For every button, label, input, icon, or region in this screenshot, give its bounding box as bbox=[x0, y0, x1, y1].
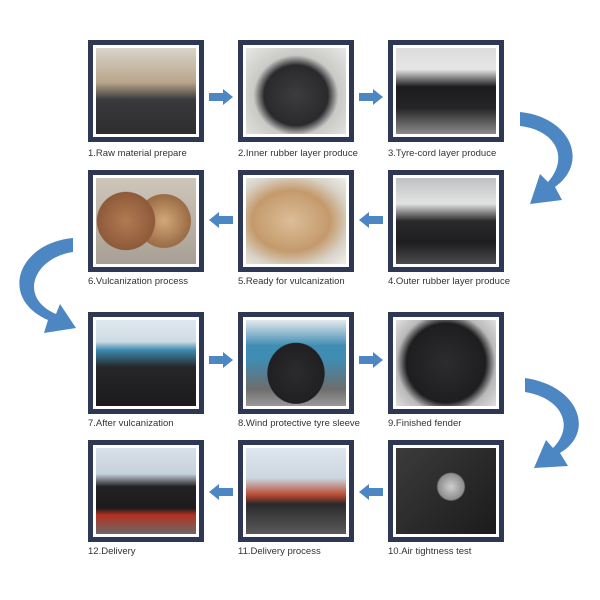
tyre-sleeve-image bbox=[245, 319, 347, 407]
curved-arrow-down-left-icon bbox=[520, 378, 592, 478]
arrow-right-icon bbox=[209, 352, 233, 368]
step-photo-frame bbox=[88, 40, 204, 142]
step-label: 6.Vulcanization process bbox=[88, 276, 188, 287]
arrow-right-icon bbox=[209, 89, 233, 105]
arrow-left-icon bbox=[209, 484, 233, 500]
finished-fender-image bbox=[395, 319, 497, 407]
step-label: 5.Ready for vulcanization bbox=[238, 276, 345, 287]
step-photo-frame bbox=[238, 40, 354, 142]
step-photo-frame bbox=[88, 312, 204, 414]
curved-arrow-down-right-icon bbox=[8, 238, 80, 343]
inner-rubber-drum-image bbox=[245, 47, 347, 135]
step-photo-frame bbox=[238, 312, 354, 414]
step-label: 7.After vulcanization bbox=[88, 418, 174, 429]
delivery-trucks-image bbox=[95, 447, 197, 535]
outer-rubber-layer-image bbox=[395, 177, 497, 265]
step-photo-frame bbox=[388, 170, 504, 272]
curved-arrow-down-left-icon bbox=[510, 112, 585, 217]
arrow-right-icon bbox=[359, 352, 383, 368]
step-photo-frame bbox=[388, 40, 504, 142]
arrow-right-icon bbox=[359, 89, 383, 105]
arrow-left-icon bbox=[359, 484, 383, 500]
step-photo-frame bbox=[238, 170, 354, 272]
step-label: 9.Finished fender bbox=[388, 418, 462, 429]
tyre-cord-layer-image bbox=[395, 47, 497, 135]
step-label: 10.Air tightness test bbox=[388, 546, 472, 557]
fender-ready-image bbox=[245, 177, 347, 265]
step-photo-frame bbox=[88, 170, 204, 272]
step-photo-frame bbox=[388, 440, 504, 542]
vulcanization-tank-image bbox=[95, 177, 197, 265]
step-label: 12.Delivery bbox=[88, 546, 136, 557]
step-label: 1.Raw material prepare bbox=[88, 148, 187, 159]
step-label: 2.Inner rubber layer produce bbox=[238, 148, 358, 159]
fenders-yard-image bbox=[95, 319, 197, 407]
air-test-gauge-image bbox=[395, 447, 497, 535]
arrow-left-icon bbox=[359, 212, 383, 228]
step-label: 3.Tyre-cord layer produce bbox=[388, 148, 497, 159]
step-photo-frame bbox=[88, 440, 204, 542]
step-photo-frame bbox=[388, 312, 504, 414]
arrow-left-icon bbox=[209, 212, 233, 228]
step-label: 8.Wind protective tyre sleeve bbox=[238, 418, 360, 429]
rubber-sheet-machine-image bbox=[95, 47, 197, 135]
step-label: 4.Outer rubber layer produce bbox=[388, 276, 510, 287]
step-photo-frame bbox=[238, 440, 354, 542]
step-label: 11.Delivery process bbox=[238, 546, 321, 557]
delivery-crane-image bbox=[245, 447, 347, 535]
